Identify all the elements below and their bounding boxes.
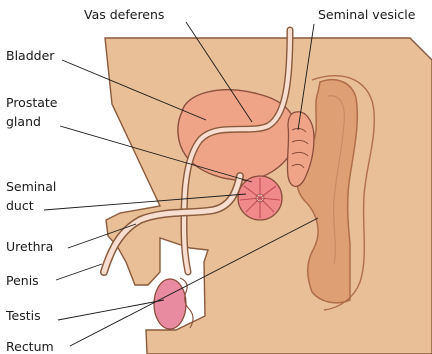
label-seminal-duct-line2: duct — [6, 198, 34, 213]
leader-testis — [58, 300, 164, 320]
label-vas-deferens: Vas deferens — [84, 7, 164, 22]
label-prostate-line2: gland — [6, 114, 41, 129]
label-seminal-duct-line1: Seminal — [6, 179, 56, 194]
label-seminal-vesicle: Seminal vesicle — [318, 7, 416, 22]
leader-penis — [56, 264, 102, 280]
label-penis: Penis — [6, 273, 39, 288]
label-urethra: Urethra — [6, 239, 53, 254]
label-rectum: Rectum — [6, 339, 54, 354]
label-testis: Testis — [5, 308, 41, 323]
label-prostate-line1: Prostate — [6, 95, 58, 110]
testis-shape — [154, 279, 186, 329]
label-bladder: Bladder — [6, 48, 55, 63]
